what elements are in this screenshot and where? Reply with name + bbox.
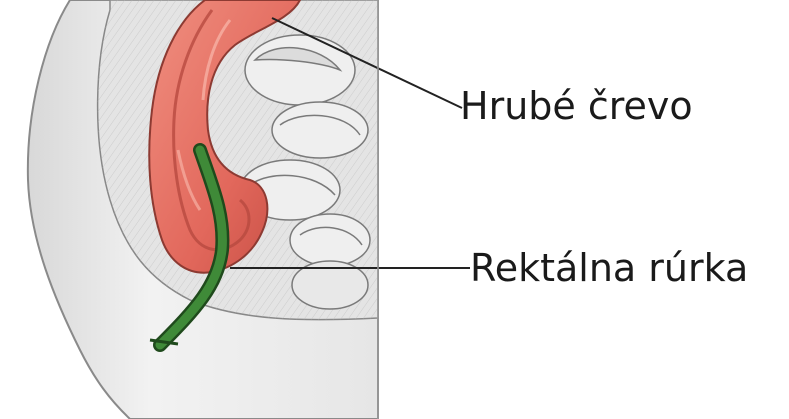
label-rectal-tube: Rektálna rúrka [470,246,748,290]
label-colon: Hrubé črevo [460,84,693,128]
